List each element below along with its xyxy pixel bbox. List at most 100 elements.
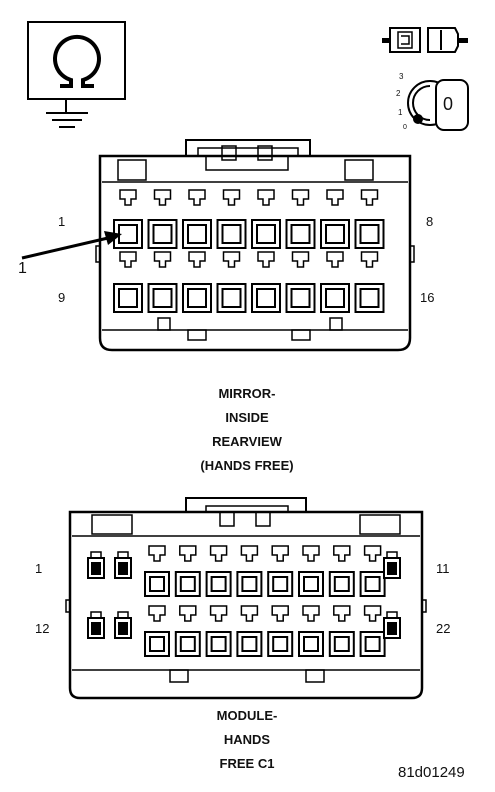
pin-small-terminal [114, 611, 132, 639]
connector-disconnect-icon [382, 27, 468, 53]
callout-label: 1 [18, 260, 27, 277]
pin-cavity [285, 283, 316, 313]
pin-latch [148, 605, 166, 622]
mirror-caption-line: MIRROR- [218, 386, 276, 401]
pin-latch [271, 545, 289, 562]
pin-cavity [298, 571, 324, 597]
module-connector-pins [87, 545, 401, 657]
pin-latch [209, 545, 228, 562]
mirror-connector [95, 139, 415, 352]
pin-cavity [216, 219, 247, 249]
module-connector [65, 497, 427, 700]
pin-cavity [359, 631, 386, 657]
pin-small-terminal [87, 611, 105, 639]
pin-cavity [251, 283, 281, 313]
pin-cavity [328, 571, 355, 597]
pin-latch [257, 251, 275, 268]
pin-latch [119, 189, 137, 206]
pin-latch [363, 605, 382, 622]
module-pin-label-bottom-left: 12 [35, 621, 50, 636]
pin-cavity [285, 219, 316, 249]
mirror-caption-line: REARVIEW [212, 434, 282, 449]
pin-small-terminal [114, 551, 132, 579]
pin-latch [188, 251, 206, 268]
pin-latch [326, 251, 344, 268]
pin-cavity [205, 571, 232, 597]
pin-cavity [354, 219, 385, 249]
pin-cavity [354, 283, 385, 313]
pin-latch [179, 545, 197, 562]
pin-latch [222, 189, 241, 206]
pin-cavity [298, 631, 324, 657]
pin-latch [363, 545, 382, 562]
pin-latch [271, 605, 289, 622]
ignition-position-2: 2 [396, 89, 401, 98]
pin-latch [119, 251, 137, 268]
pin-cavity [267, 571, 294, 597]
pin-latch [333, 605, 351, 622]
pin-latch [257, 189, 275, 206]
module-pin-label-top-left: 1 [35, 561, 43, 576]
mirror-caption-line: INSIDE [225, 410, 269, 425]
mirror-pin-label-bottom-right: 16 [420, 290, 435, 305]
pin-latch [188, 189, 206, 206]
pin-small-terminal [383, 611, 401, 639]
pin-cavity [147, 283, 178, 313]
callout-arrow [21, 231, 122, 260]
pin-latch [302, 605, 320, 622]
pin-cavity [320, 219, 350, 249]
pin-cavity [320, 283, 350, 313]
pin-latch [291, 251, 310, 268]
pin-cavity [174, 631, 201, 657]
pin-latch [153, 189, 172, 206]
pin-cavity [328, 631, 355, 657]
figure-id: 81d01249 [398, 764, 465, 781]
pin-cavity [182, 283, 212, 313]
module-caption-line: HANDS [223, 732, 271, 747]
pin-cavity [113, 283, 143, 313]
mirror-connector-pins [113, 189, 385, 313]
pin-cavity [174, 571, 201, 597]
pin-cavity [205, 631, 232, 657]
mirror-pin-label-bottom-left: 9 [58, 290, 66, 305]
pin-cavity [216, 283, 247, 313]
ignition-key-icon [407, 79, 469, 131]
module-caption-line: FREE C1 [219, 756, 275, 771]
pin-latch [360, 251, 379, 268]
pin-cavity [251, 219, 281, 249]
ohmmeter-ground-symbol [27, 21, 126, 128]
pin-latch [291, 189, 310, 206]
pin-latch [240, 545, 259, 562]
module-pin-label-bottom-right: 22 [436, 621, 451, 636]
ignition-position-0: 0 [403, 124, 407, 131]
pin-cavity [147, 219, 178, 249]
pin-latch [148, 545, 166, 562]
pin-latch [302, 545, 320, 562]
ignition-position-3: 3 [399, 72, 404, 81]
pin-cavity [144, 631, 170, 657]
module-pin-label-top-right: 11 [436, 561, 450, 576]
pin-latch [326, 189, 344, 206]
pin-latch [153, 251, 172, 268]
pin-cavity [236, 631, 263, 657]
pin-cavity [267, 631, 294, 657]
pin-latch [179, 605, 197, 622]
module-connector-caption: MODULE- HANDS FREE C1 [147, 704, 347, 776]
pin-cavity [182, 219, 212, 249]
pin-small-terminal [87, 551, 105, 579]
pin-small-terminal [383, 551, 401, 579]
pin-latch [333, 545, 351, 562]
mirror-connector-caption: MIRROR- INSIDE REARVIEW (HANDS FREE) [147, 382, 347, 478]
pin-cavity [236, 571, 263, 597]
pin-cavity [144, 571, 170, 597]
mirror-pin-label-top-left: 1 [58, 214, 66, 229]
pin-latch [240, 605, 259, 622]
ignition-key-label: 0 [443, 94, 454, 114]
pin-latch [222, 251, 241, 268]
module-caption-line: MODULE- [216, 708, 278, 723]
ignition-position-1: 1 [398, 108, 403, 117]
pin-latch [360, 189, 379, 206]
mirror-pin-label-top-right: 8 [426, 214, 434, 229]
